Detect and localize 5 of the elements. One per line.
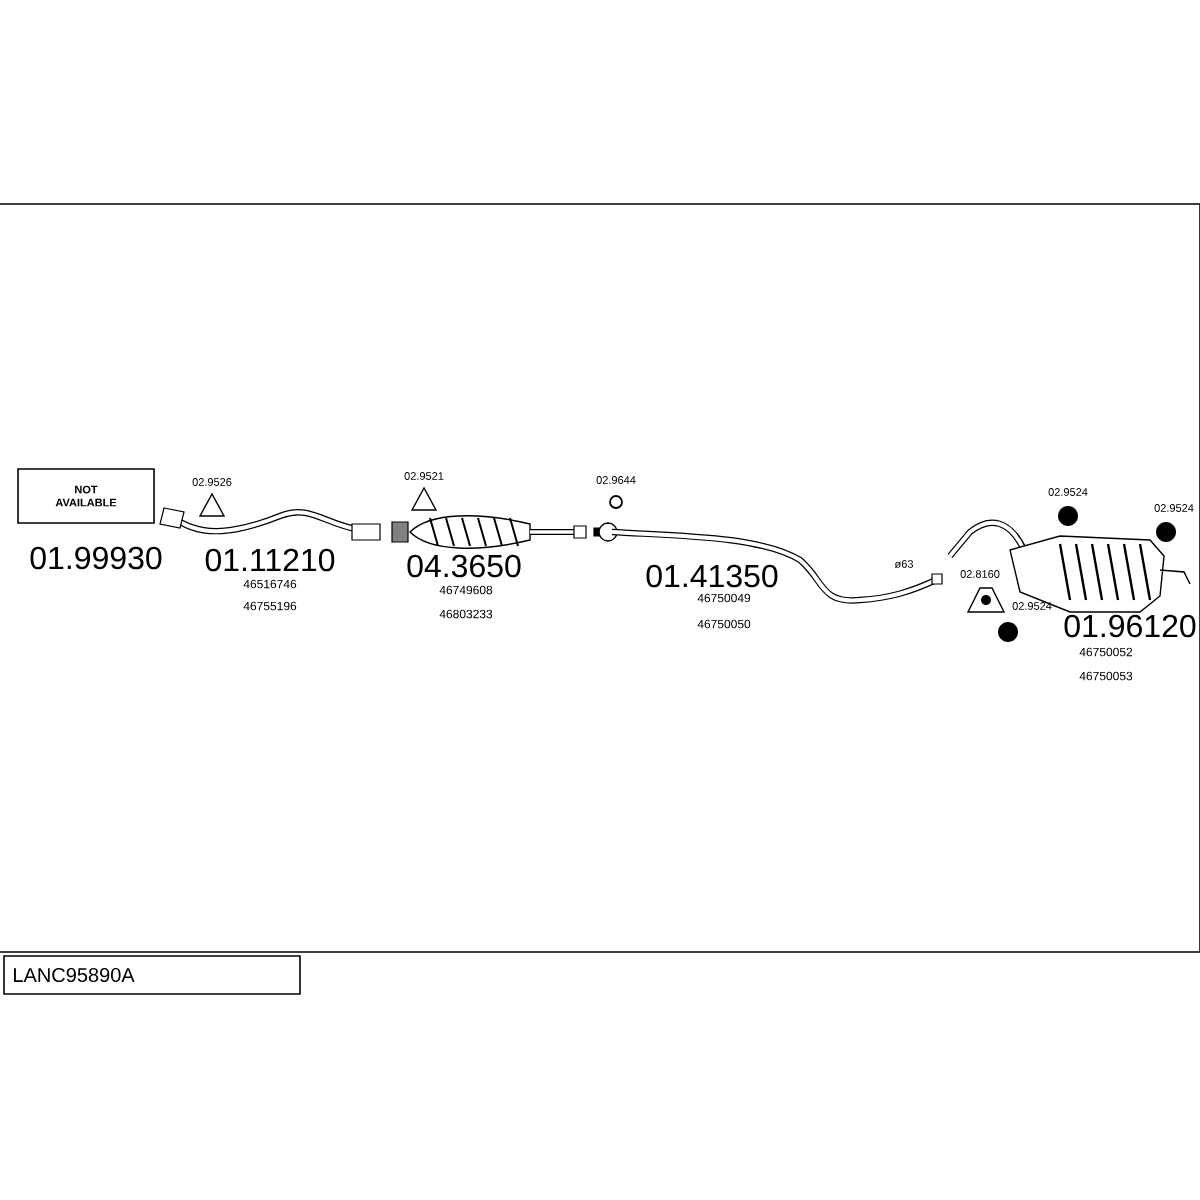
part-number: 04.3650 [407,554,521,578]
part-number: 01.41350 [646,564,778,588]
part-number: 01.96120 [1064,614,1196,638]
part-number: 01.11210 [205,548,335,572]
title-box: LANC95890A [3,955,301,995]
